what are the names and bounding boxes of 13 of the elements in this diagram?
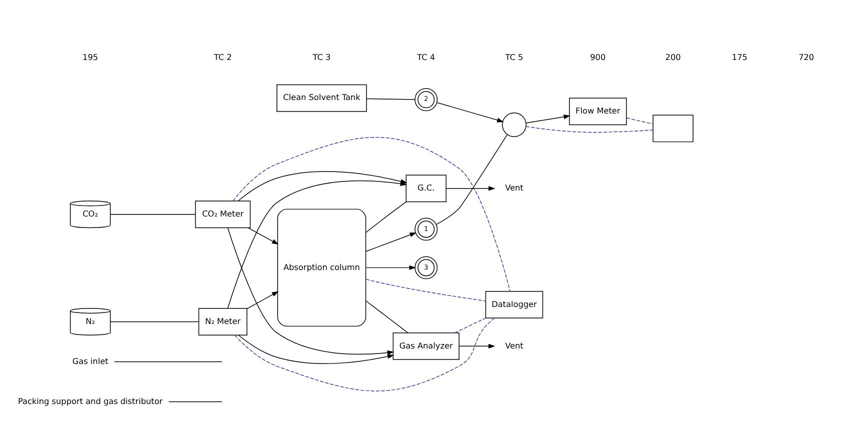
node-text: Vent — [505, 182, 524, 193]
node-text: Gas inlet — [72, 356, 108, 366]
node-text: Vent — [505, 340, 524, 350]
label: 200 — [665, 52, 681, 62]
label: TC 2 — [214, 52, 232, 62]
label: 900 — [590, 52, 606, 62]
label: TC 3 — [312, 52, 331, 62]
label: 175 — [732, 52, 748, 62]
label: 195 — [82, 52, 98, 62]
label: 720 — [798, 52, 814, 62]
node-text: Packing support and gas distributor — [18, 396, 163, 406]
label: TC 4 — [417, 52, 436, 62]
label: TC 5 — [505, 52, 524, 62]
